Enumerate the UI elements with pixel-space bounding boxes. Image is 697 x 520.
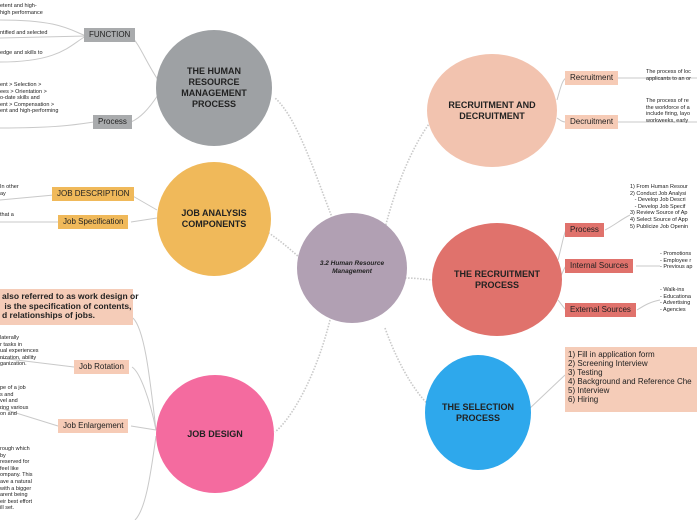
link-hrm-process bbox=[130, 94, 159, 123]
internal-sources-tag[interactable]: Internal Sources bbox=[565, 259, 634, 273]
internal-sources-text: - Promotions - Employee r - Previous ap bbox=[660, 251, 693, 271]
job-enlargement-tag[interactable]: Job Enlargement bbox=[58, 419, 129, 433]
link-function-t1 bbox=[0, 19, 87, 37]
job-design-label: JOB DESIGN bbox=[187, 428, 243, 439]
link-external-text bbox=[636, 299, 661, 311]
job-design-intro-panel: also referred to as work design or is th… bbox=[0, 289, 139, 325]
job-description-tag[interactable]: JOB DESCRIPTION bbox=[52, 187, 135, 201]
link-function-t2 bbox=[0, 35, 87, 39]
selection-steps-panel: 1) Fill in application form 2) Screening… bbox=[565, 347, 697, 412]
recruitment-process-label: THE RECRUITMENT PROCESS bbox=[454, 268, 540, 290]
job-design-intro-text: also referred to as work design or is th… bbox=[2, 291, 139, 320]
external-sources-tag[interactable]: External Sources bbox=[565, 303, 636, 317]
recruitment-tag[interactable]: Recruitment bbox=[565, 71, 619, 85]
link-jd-intro bbox=[132, 317, 157, 431]
recruitment-process-text: 1) From Human Resour 2) Conduct Job Anal… bbox=[630, 184, 689, 230]
function-text-3: edge and skills to bbox=[0, 50, 43, 56]
job-specification-text: that a bbox=[0, 212, 14, 218]
selection-steps-list: 1) Fill in application form 2) Screening… bbox=[568, 350, 692, 404]
job-enlargement-text: pe of a job s and vel and ring various o… bbox=[0, 385, 29, 418]
center-node[interactable]: 3.2 Human Resource Management bbox=[297, 213, 407, 323]
job-analysis-node[interactable]: JOB ANALYSIS COMPONENTS bbox=[157, 162, 271, 276]
hrm-process-node[interactable]: THE HUMAN RESOURCE MANAGEMENT PROCESS bbox=[156, 30, 272, 146]
link-jd-rotation bbox=[131, 366, 157, 431]
link-center-hrm bbox=[274, 97, 339, 233]
hrm-process-text: ent > Selection > ees > Orientation > o-… bbox=[0, 82, 59, 115]
link-hrm-function bbox=[130, 35, 159, 81]
recruitment-process-tag[interactable]: Process bbox=[565, 223, 604, 237]
link-process-text-r bbox=[604, 214, 631, 231]
job-analysis-label: JOB ANALYSIS COMPONENTS bbox=[181, 208, 247, 229]
link-rotation-text bbox=[0, 357, 75, 368]
link-process-text bbox=[0, 121, 95, 129]
job-enrichment-text: rough which by reserved for feel like om… bbox=[0, 446, 33, 512]
recruitment-text: The process of loc applicants to an or bbox=[646, 69, 691, 82]
link-jd-enrich bbox=[134, 435, 157, 520]
selection-process-node[interactable]: THE SELECTION PROCESS bbox=[425, 355, 531, 470]
decruitment-text: The process of re the workforce of a inc… bbox=[646, 98, 691, 124]
job-description-text: In other ay bbox=[0, 184, 19, 197]
link-jac-desc bbox=[130, 194, 158, 211]
link-center-recruit bbox=[384, 119, 433, 229]
link-enlarge-text bbox=[0, 407, 59, 427]
link-center-jd bbox=[274, 319, 331, 433]
center-label: 3.2 Human Resource Management bbox=[319, 260, 385, 275]
recruitment-decruitment-node[interactable]: RECRUITMENT AND DECRUITMENT bbox=[427, 54, 557, 167]
hrm-process-label: THE HUMAN RESOURCE MANAGEMENT PROCESS bbox=[181, 66, 247, 109]
job-rotation-text: laterally r tasks in ual experiences niz… bbox=[0, 335, 39, 368]
recruitment-process-node[interactable]: THE RECRUITMENT PROCESS bbox=[432, 223, 562, 336]
link-desc-text bbox=[0, 194, 55, 201]
function-text-2: ntified and selected bbox=[0, 30, 48, 36]
link-jd-enlarge bbox=[130, 425, 157, 431]
job-design-node[interactable]: JOB DESIGN bbox=[156, 375, 274, 493]
decruitment-tag[interactable]: Decruitment bbox=[565, 115, 619, 129]
hrm-process-tag[interactable]: Process bbox=[93, 115, 132, 129]
link-selection-list bbox=[527, 374, 566, 411]
recruitment-decruitment-label: RECRUITMENT AND DECRUITMENT bbox=[448, 99, 536, 121]
function-text-1: etent and high- high performance bbox=[0, 3, 43, 16]
function-tag[interactable]: FUNCTION bbox=[84, 28, 136, 42]
job-rotation-tag[interactable]: Job Rotation bbox=[74, 360, 129, 374]
link-jac-spec bbox=[130, 217, 158, 223]
selection-process-label: THE SELECTION PROCESS bbox=[441, 401, 514, 423]
external-sources-text: - Walk-ins - Educationa - Advertising - … bbox=[660, 287, 691, 313]
link-function-t3 bbox=[0, 35, 87, 63]
job-specification-tag[interactable]: Job Specification bbox=[58, 215, 129, 229]
